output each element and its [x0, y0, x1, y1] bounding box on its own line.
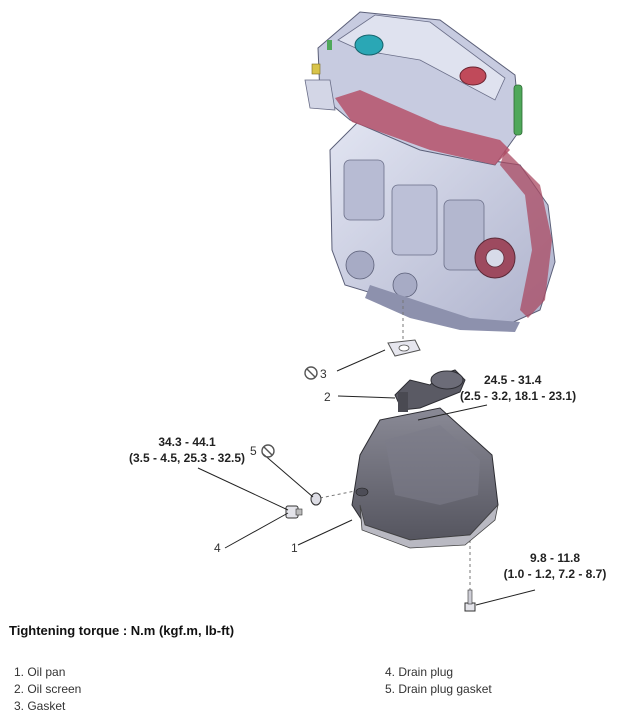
legend-item: 3. Gasket: [14, 699, 66, 713]
oil-pan-bolt-part: [464, 589, 476, 612]
callout-2: 2: [324, 390, 331, 404]
oil-screen-part: [394, 369, 466, 427]
callout-3: 3: [320, 367, 327, 381]
engine-assembly: [304, 11, 556, 332]
legend-item: 5. Drain plug gasket: [385, 682, 492, 696]
legend-item: 1. Oil pan: [14, 665, 66, 679]
drain-plug-gasket-part: [310, 492, 322, 506]
callout-1: 1: [291, 541, 298, 555]
legend-item: 2. Oil screen: [14, 682, 82, 696]
torque-oil-pan-bolt: 9.8 - 11.8 (1.0 - 1.2, 7.2 - 8.7): [485, 550, 625, 582]
torque-value-alt: (1.0 - 1.2, 7.2 - 8.7): [503, 567, 607, 581]
torque-value: 24.5 - 31.4: [484, 373, 542, 387]
torque-drain-plug: 34.3 - 44.1 (3.5 - 4.5, 25.3 - 32.5): [97, 434, 277, 466]
gasket-part: [387, 339, 421, 357]
oil-pan-part: [351, 407, 499, 549]
parts-legend-left: 1. Oil pan 2. Oil screen 3. Gasket: [14, 664, 81, 715]
torque-unit-title: Tightening torque : N.m (kgf.m, lb-ft): [9, 623, 235, 638]
drain-plug-part: [285, 505, 303, 519]
no-reuse-icon: [261, 444, 275, 458]
torque-value: 9.8 - 11.8: [529, 551, 581, 565]
torque-value: 34.3 - 44.1: [158, 435, 216, 449]
parts-legend-right: 4. Drain plug 5. Drain plug gasket: [385, 664, 492, 698]
torque-oil-screen-bolt: 24.5 - 31.4 (2.5 - 3.2, 18.1 - 23.1): [460, 372, 632, 404]
no-reuse-icon: [304, 366, 318, 380]
callout-5: 5: [250, 444, 257, 458]
exploded-view-diagram: [197, 11, 556, 612]
leader-lines: [197, 349, 536, 606]
torque-value-alt: (3.5 - 4.5, 25.3 - 32.5): [128, 451, 246, 465]
callout-4: 4: [214, 541, 221, 555]
torque-value-alt: (2.5 - 3.2, 18.1 - 23.1): [460, 389, 577, 403]
legend-item: 4. Drain plug: [385, 665, 454, 679]
